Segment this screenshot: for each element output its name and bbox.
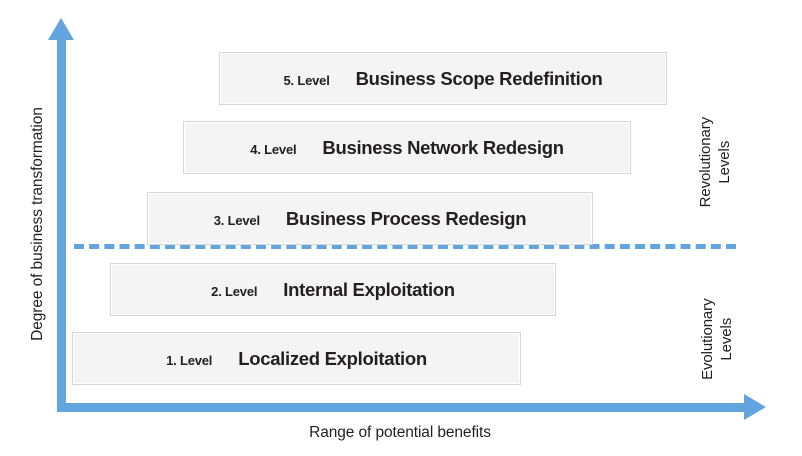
x-axis-title: Range of potential benefits [309, 424, 491, 441]
level-3-title: Business Process Redesign [285, 207, 527, 229]
y-axis-arrowhead-icon [48, 18, 74, 40]
x-axis-line [57, 403, 746, 412]
level-box-4[interactable]: 4. Level Business Network Redesign [183, 121, 631, 174]
level-2-title: Internal Exploitation [283, 278, 455, 300]
group-label-evolutionary-levels: Evolutionary Levels [698, 244, 736, 434]
level-2-number: 2. Level [211, 283, 258, 299]
level-4-content: 4. Level Business Network Redesign [250, 136, 564, 159]
level-1-title: Localized Exploitation [238, 347, 427, 369]
level-5-title: Business Scope Redefinition [355, 67, 603, 89]
group-label-evolutionary-line2: Levels [718, 317, 735, 361]
level-box-5[interactable]: 5. Level Business Scope Redefinition [219, 52, 667, 105]
level-box-2[interactable]: 2. Level Internal Exploitation [110, 263, 556, 316]
level-1-number: 1. Level [166, 352, 213, 368]
level-3-content: 3. Level Business Process Redesign [213, 207, 527, 230]
level-3-number: 3. Level [213, 212, 260, 228]
evolutionary-revolutionary-divider [74, 244, 736, 249]
group-label-revolutionary-line1: Revolutionary [696, 116, 714, 208]
level-4-title: Business Network Redesign [322, 136, 564, 158]
group-label-evolutionary-line1: Evolutionary [698, 298, 716, 380]
level-box-3[interactable]: 3. Level Business Process Redesign [147, 192, 593, 245]
level-box-1[interactable]: 1. Level Localized Exploitation [72, 332, 521, 385]
x-axis-arrowhead-icon [744, 394, 766, 420]
level-5-number: 5. Level [283, 72, 330, 88]
level-1-content: 1. Level Localized Exploitation [166, 348, 427, 370]
group-label-revolutionary-levels: Revolutionary Levels [696, 67, 734, 257]
y-axis-line [57, 38, 66, 412]
group-label-revolutionary-line2: Levels [716, 140, 733, 184]
level-2-content: 2. Level Internal Exploitation [211, 279, 455, 301]
y-axis-title: Degree of business transformation [29, 107, 46, 341]
level-4-number: 4. Level [250, 141, 297, 157]
level-5-content: 5. Level Business Scope Redefinition [284, 68, 603, 90]
